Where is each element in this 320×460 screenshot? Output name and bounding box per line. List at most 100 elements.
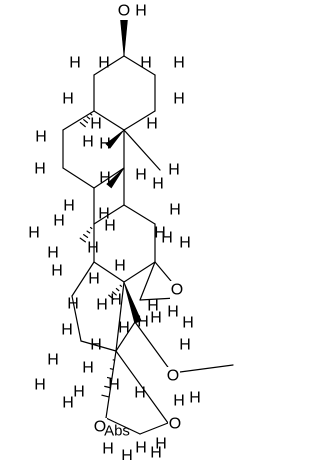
stereo-hashes: [79, 113, 123, 398]
hydrogen-label: H: [182, 315, 194, 332]
bond: [115, 281, 125, 352]
hydrogen-label: H: [90, 116, 102, 133]
bond: [80, 340, 117, 352]
dioxolane-oxygen-left-label: O: [94, 419, 106, 436]
bond: [123, 129, 161, 171]
hash-bond-stroke: [108, 294, 115, 300]
hydrogen-label: H: [146, 116, 158, 133]
hydrogen-label: H: [118, 320, 130, 337]
hash-bond-stroke: [89, 113, 93, 116]
hydrogen-label: H: [108, 377, 120, 394]
bond: [93, 261, 125, 283]
hash-bond-stroke: [115, 287, 120, 292]
bond: [71, 295, 82, 342]
hydrogen-label: H: [104, 218, 116, 235]
hydrogen-label: H: [152, 176, 164, 193]
wedge-bond: [120, 19, 128, 57]
hash-bond-stroke: [86, 116, 91, 120]
abs-stereo-marker: Abs: [104, 423, 130, 440]
hydrogen-label: H: [140, 55, 152, 72]
hydrogen-label: H: [82, 134, 94, 151]
bond: [62, 110, 95, 131]
wedge-bond: [123, 281, 142, 324]
hydrogen-label: H: [110, 292, 122, 309]
hydrogen-label: H: [87, 240, 99, 257]
hydrogen-label: H: [62, 395, 74, 412]
hydrogen-label: H: [47, 245, 59, 262]
wedge-bond: [106, 167, 125, 189]
hydrogen-label: H: [73, 384, 85, 401]
hydrogen-label: H: [168, 162, 180, 179]
hydroxyl-hydrogen-label: H: [135, 3, 147, 20]
hydrogen-label: H: [150, 445, 162, 460]
bond: [123, 110, 156, 131]
hydrogen-label: H: [121, 448, 133, 460]
hydrogen-label: H: [173, 393, 185, 410]
hydrogen-label: H: [28, 225, 40, 242]
hydrogen-label: H: [99, 136, 111, 153]
hash-bond-stroke: [86, 230, 91, 234]
hydrogen-label: H: [169, 202, 181, 219]
hash-bond-stroke: [104, 385, 111, 389]
hydrogen-label: H: [179, 337, 191, 354]
hydrogen-label: H: [34, 161, 46, 178]
hydrogen-label: H: [134, 385, 146, 402]
bond: [93, 204, 125, 225]
bond: [123, 55, 156, 76]
hydrogen-label: H: [173, 55, 185, 72]
hydrogen-label: H: [62, 91, 74, 108]
hydrogen-label: H: [98, 55, 110, 72]
bond: [93, 110, 125, 131]
hydrogen-label: H: [61, 322, 73, 339]
hydroxyl-oxygen-label: O: [118, 3, 130, 20]
bond: [105, 350, 117, 419]
hydrogen-label: H: [179, 235, 191, 252]
bond: [93, 167, 125, 189]
hash-bond-stroke: [101, 394, 110, 398]
hydrogen-label: H: [155, 436, 167, 453]
hydrogen-label: H: [150, 310, 162, 327]
hydrogen-label: H: [67, 296, 79, 313]
hydrogen-label: H: [63, 198, 75, 215]
hash-bond-stroke: [106, 376, 113, 380]
hydrogen-label: H: [90, 337, 102, 354]
hydrogen-label: H: [137, 314, 149, 331]
bond: [139, 422, 169, 435]
stereo-wedges: [105, 19, 142, 324]
hash-bond-stroke: [119, 284, 123, 287]
hydrogen-label: H: [189, 390, 201, 407]
dioxolane-oxygen-right-label: O: [169, 416, 181, 433]
hash-bond-stroke: [79, 237, 87, 243]
ether-oxygen-label: O: [167, 368, 179, 385]
hash-bond-stroke: [111, 291, 117, 296]
hydrogen-label: H: [114, 258, 126, 275]
hydrogen-label: H: [88, 271, 100, 288]
bond: [123, 204, 156, 225]
hydrogen-label: H: [69, 55, 81, 72]
bond: [154, 261, 172, 282]
hydrogen-label: H: [47, 352, 59, 369]
hydrogen-label: H: [53, 213, 65, 230]
bond: [105, 417, 141, 435]
hydrogen-label: H: [51, 263, 63, 280]
hydrogen-label: H: [135, 167, 147, 184]
bond: [62, 167, 95, 189]
ring-oxygen-label: O: [171, 282, 183, 299]
bond: [123, 261, 156, 283]
hash-bond-stroke: [83, 234, 89, 238]
bond: [71, 261, 95, 297]
atom-labels: O H O O O O Abs: [93, 2, 184, 440]
hydrogen-label: H: [135, 440, 147, 457]
bond: [134, 321, 171, 371]
bond: [179, 364, 234, 373]
hydrogen-label: H: [102, 441, 114, 458]
hydrogen-label: H: [34, 377, 46, 394]
bond: [115, 321, 136, 352]
hash-bond-stroke: [109, 368, 114, 370]
bond: [93, 55, 125, 76]
hydrogen-label: H: [161, 230, 173, 247]
hydrogen-label: H: [167, 304, 179, 321]
hydrogen-label: H: [35, 129, 47, 146]
